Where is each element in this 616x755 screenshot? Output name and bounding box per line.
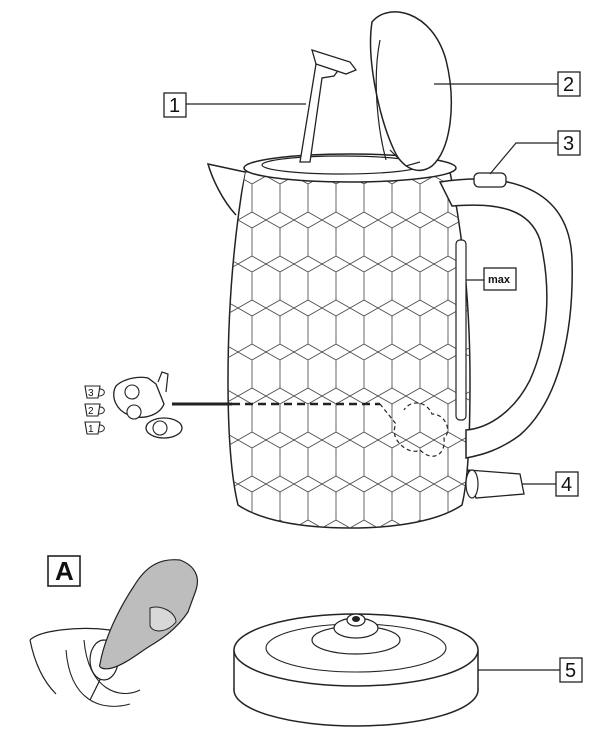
callout-label: 4 — [561, 474, 572, 496]
kettle-spout — [206, 163, 246, 216]
cup-level-label: 3 — [88, 388, 94, 399]
cup-icon-1: 1 — [84, 421, 105, 435]
lid-release-button — [473, 172, 507, 188]
finger-icon — [99, 559, 199, 670]
callout-label: 1 — [169, 95, 180, 117]
max-label: max — [488, 274, 511, 286]
callout-1: 1 — [163, 92, 306, 118]
cup-icon-3: 3 — [84, 385, 105, 399]
power-base — [233, 613, 479, 727]
callout-label: 2 — [563, 74, 574, 96]
cup-icon-2: 2 — [84, 403, 105, 417]
inset-panel-a: A — [29, 555, 199, 707]
callout-5: 5 — [478, 657, 583, 683]
kettle-handle — [438, 178, 573, 459]
panel-label: A — [55, 556, 74, 586]
callout-2: 2 — [434, 71, 581, 97]
cup-level-label: 1 — [88, 424, 94, 435]
callout-label: 5 — [565, 660, 576, 682]
kettle-body — [227, 165, 471, 529]
water-level-window — [455, 239, 467, 421]
callout-label: 3 — [563, 133, 574, 155]
power-switch — [465, 469, 525, 499]
lid-open — [369, 11, 453, 171]
cup-level-indicator — [113, 371, 183, 439]
callout-4: 4 — [522, 471, 579, 497]
cup-level-label: 2 — [88, 406, 94, 417]
limescale-filter — [299, 49, 358, 163]
callout-3: 3 — [489, 130, 581, 175]
max-marker: max — [466, 267, 517, 291]
internal-indicator-dashed — [379, 402, 449, 457]
